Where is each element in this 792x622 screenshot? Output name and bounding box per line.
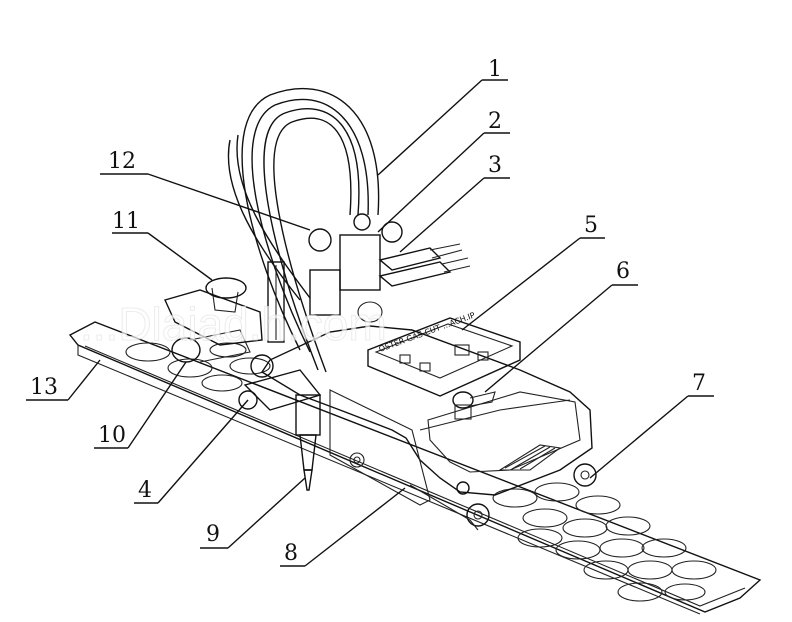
callout-label-1: 1	[488, 57, 502, 82]
clutch-knob	[452, 391, 496, 420]
callout-12: 12	[100, 149, 311, 231]
callout-11: 11	[112, 209, 213, 281]
valve-assembly	[308, 213, 471, 323]
callout-label-3: 3	[488, 153, 502, 178]
callout-label-6: 6	[616, 259, 630, 284]
carriage-body	[261, 325, 593, 506]
watermark: ...Dlaiad.h.com	[80, 298, 387, 350]
callout-label-4: 4	[138, 478, 152, 503]
callout-2: 2	[377, 109, 510, 233]
callout-5: 5	[461, 213, 605, 331]
callout-13: 13	[26, 359, 101, 401]
callout-label-2: 2	[488, 109, 502, 134]
callout-6: 6	[484, 259, 638, 393]
torch-holder	[164, 261, 285, 363]
wheels	[409, 463, 597, 531]
callout-label-11: 11	[112, 209, 140, 234]
callout-label-10: 10	[98, 423, 126, 448]
callout-3: 3	[399, 153, 510, 253]
callout-7: 7	[589, 371, 714, 479]
callout-8: 8	[280, 487, 406, 567]
control-panel: OSTER GAS CUT ...ACH.IP	[367, 311, 521, 397]
callout-label-13: 13	[30, 375, 58, 400]
callout-4: 4	[134, 399, 249, 504]
callout-label-7: 7	[692, 371, 706, 396]
callout-label-12: 12	[108, 149, 136, 174]
callout-9: 9	[200, 477, 306, 549]
cutting-nozzle	[295, 394, 321, 491]
hoses	[227, 87, 380, 373]
panel-label: OSTER GAS CUT ...ACH.IP	[378, 311, 477, 354]
callout-label-5: 5	[584, 213, 598, 238]
callout-label-8: 8	[284, 541, 298, 566]
callout-10: 10	[94, 361, 187, 449]
adjusting-knob	[205, 277, 247, 313]
guide-rail	[68, 321, 762, 615]
callout-label-9: 9	[206, 522, 220, 547]
callout-1: 1	[377, 57, 508, 176]
